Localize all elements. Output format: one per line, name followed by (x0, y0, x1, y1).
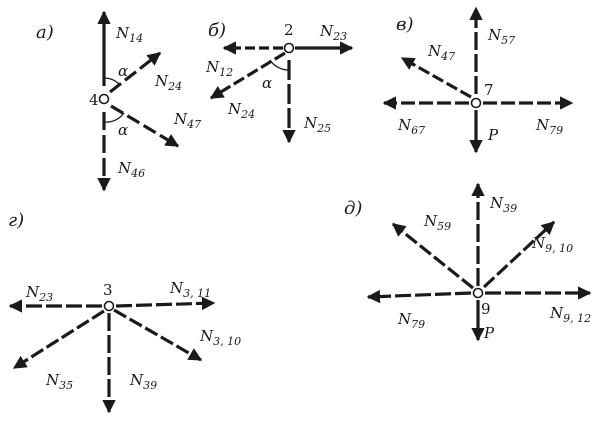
force-label-n3-10: N3, 10 (199, 327, 241, 348)
force-label-n57: N57 (487, 26, 515, 47)
panel-d-tag: д) (344, 198, 362, 219)
angle-arc (269, 59, 290, 71)
node-number-3: 3 (103, 281, 113, 299)
node-number-2: 2 (284, 21, 294, 39)
force-arrow-n3-10 (113, 308, 203, 362)
force-label-n39: N39 (129, 371, 157, 392)
panel-d-arrows (366, 182, 592, 342)
force-label-n39: N39 (489, 194, 517, 215)
force-arrow-n35 (12, 309, 105, 370)
force-label-n9-12: N9, 12 (549, 304, 591, 325)
angle-alpha: α (262, 74, 272, 92)
panel-d: д) 9 N39 N59 N9, 10 N79 N9, 12 P (344, 182, 592, 342)
panel-b-arrows (209, 41, 354, 144)
force-arrow-n9-10 (482, 220, 556, 289)
joint-node-7 (470, 97, 482, 109)
force-label-n35: N35 (45, 371, 73, 392)
force-arrow-n47 (110, 104, 180, 148)
joint-node-4 (98, 93, 110, 105)
force-arrow-n3-11 (115, 296, 216, 311)
force-label-n23: N23 (25, 283, 53, 304)
panel-v-arrows (382, 6, 574, 154)
panel-g: г) 3 N23 N3, 11 N3, 10 N35 N39 (8, 210, 241, 414)
force-label-n23: N23 (319, 22, 347, 43)
panel-g-tag: г) (8, 210, 24, 231)
node-number-4: 4 (89, 91, 99, 109)
force-label-p: P (487, 126, 499, 144)
joint-node-3 (103, 300, 115, 312)
joint-node-9 (472, 287, 484, 299)
panel-a-arrows (97, 10, 180, 192)
force-label-n25: N25 (303, 114, 331, 135)
panel-g-arrows (8, 296, 216, 414)
force-label-n24: N24 (227, 100, 255, 121)
force-label-n12: N12 (205, 58, 233, 79)
force-arrow-n47 (400, 56, 472, 99)
force-arrow-n59 (391, 222, 474, 290)
force-label-n47: N47 (427, 42, 455, 63)
node-number-7: 7 (484, 81, 494, 99)
force-arrow-n79 (366, 289, 472, 304)
force-label-n14: N14 (115, 24, 143, 45)
angle-alpha-lower: α (118, 121, 128, 139)
force-label-n46: N46 (117, 159, 145, 180)
force-label-n47: N47 (173, 110, 201, 131)
force-label-n79: N79 (397, 310, 425, 331)
force-label-n9-10: N9, 10 (531, 234, 573, 255)
force-label-p: P (483, 324, 495, 342)
force-label-n79: N79 (535, 116, 563, 137)
panel-v-tag: в) (396, 14, 414, 35)
panel-a: а) 4 α α N14 N24 N47 N46 (36, 10, 201, 192)
panel-a-tag: а) (36, 22, 54, 43)
force-arrow-n24 (109, 51, 162, 94)
force-label-n3-11: N3, 11 (169, 279, 211, 300)
force-label-n67: N67 (397, 116, 425, 137)
angle-arc-upper (103, 77, 120, 85)
force-label-n59: N59 (423, 212, 451, 233)
joint-node-2 (283, 42, 295, 54)
node-number-9: 9 (481, 300, 491, 318)
force-arrow-n24 (209, 51, 286, 100)
panel-b: б) 2 α N12 N23 N24 N25 (205, 20, 354, 144)
angle-arc-lower (103, 112, 125, 123)
panel-b-tag: б) (208, 20, 226, 41)
panel-v: в) 7 N57 N47 N67 N79 P (382, 6, 574, 154)
angle-alpha-upper: α (118, 62, 128, 80)
force-label-n24: N24 (154, 72, 182, 93)
